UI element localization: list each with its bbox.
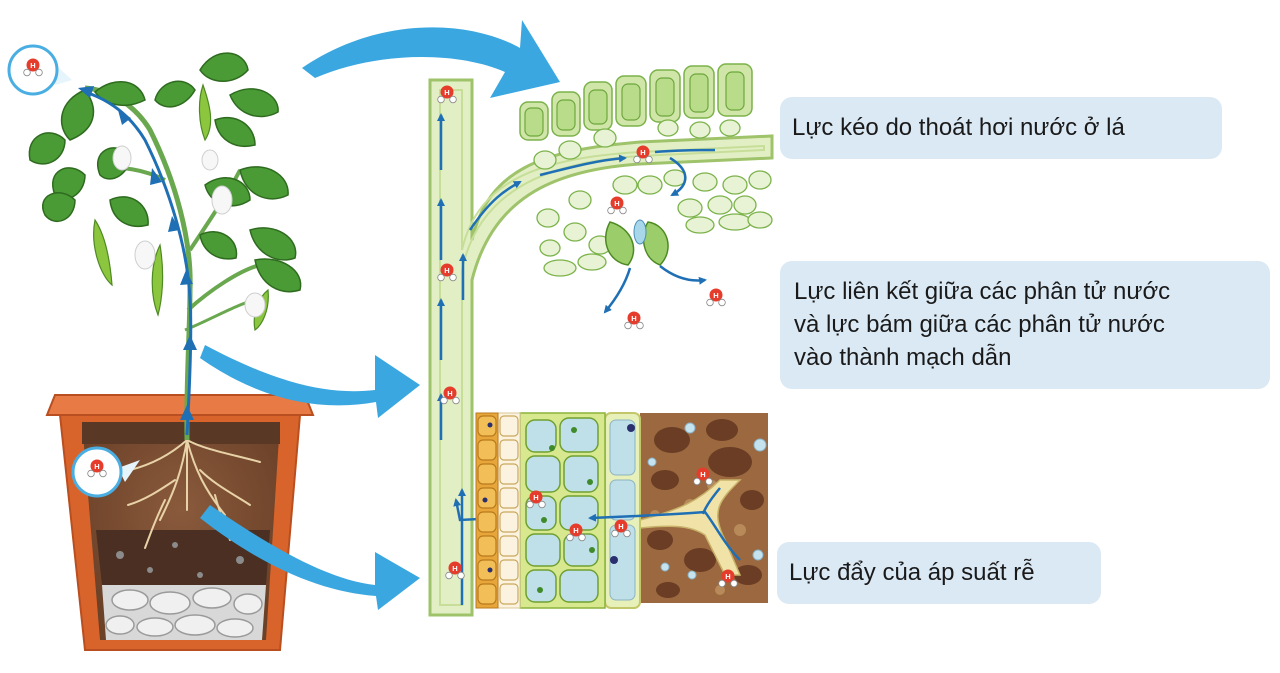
label-root-pressure: Lực đẩy của áp suất rễ xyxy=(777,542,1101,604)
root-cross-section xyxy=(475,412,768,609)
label-root-pressure-text: Lực đẩy của áp suất rễ xyxy=(789,559,1035,586)
big-arrows xyxy=(200,20,560,610)
label-cohesion-adhesion-line3: vào thành mạch dẫn xyxy=(794,344,1012,371)
label-cohesion-adhesion-line2: và lực bám giữa các phân tử nước xyxy=(794,311,1165,338)
flower-pot xyxy=(45,394,315,651)
label-transpiration-pull-text: Lực kéo do thoát hơi nước ở lá xyxy=(792,114,1125,141)
leaf-cross-section xyxy=(519,63,773,330)
xylem-vessel xyxy=(428,78,774,617)
water-molecule-bubble-root xyxy=(71,446,140,498)
water-molecule-bubble-top xyxy=(7,44,72,96)
label-cohesion-adhesion-line1: Lực liên kết giữa các phân tử nước xyxy=(794,278,1171,305)
label-cohesion-adhesion: Lực liên kết giữa các phân tử nước và lự… xyxy=(780,261,1270,389)
plant xyxy=(28,52,302,441)
label-transpiration-pull: Lực kéo do thoát hơi nước ở lá xyxy=(780,97,1222,159)
